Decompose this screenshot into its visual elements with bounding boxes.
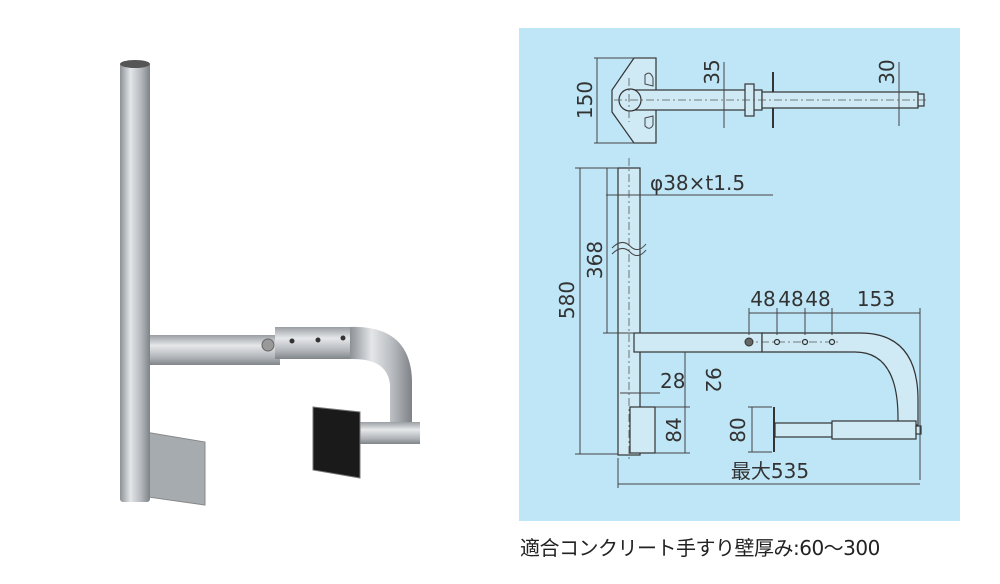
side-view [575,158,922,488]
dim-pipe-size: 35 [700,59,724,84]
dim-rod-size: 30 [875,59,899,84]
dim-height-upper: 368 [583,241,607,279]
top-view [594,57,928,144]
dim-bracket-gap: 92 [701,367,725,392]
dim-curve-length: 153 [857,287,895,311]
dim-pad-height: 80 [726,417,750,442]
product-photo [120,60,420,506]
dim-pipe-spec: φ38×t1.5 [650,171,745,195]
dim-bracket-width: 28 [660,369,685,393]
dim-hole-pitch-2: 48 [778,287,803,311]
bracket-photo [120,60,420,506]
dim-hole-pitch-3: 48 [805,287,830,311]
dim-hole-pitch-1: 48 [750,287,775,311]
dim-bracket-height: 84 [662,417,686,442]
wall-thickness-caption: 適合コンクリート手すり壁厚み:60〜300 [520,536,880,560]
dim-top-width: 150 [573,81,597,119]
dim-height-total: 580 [555,281,579,319]
dim-max-length: 最大535 [731,459,809,483]
